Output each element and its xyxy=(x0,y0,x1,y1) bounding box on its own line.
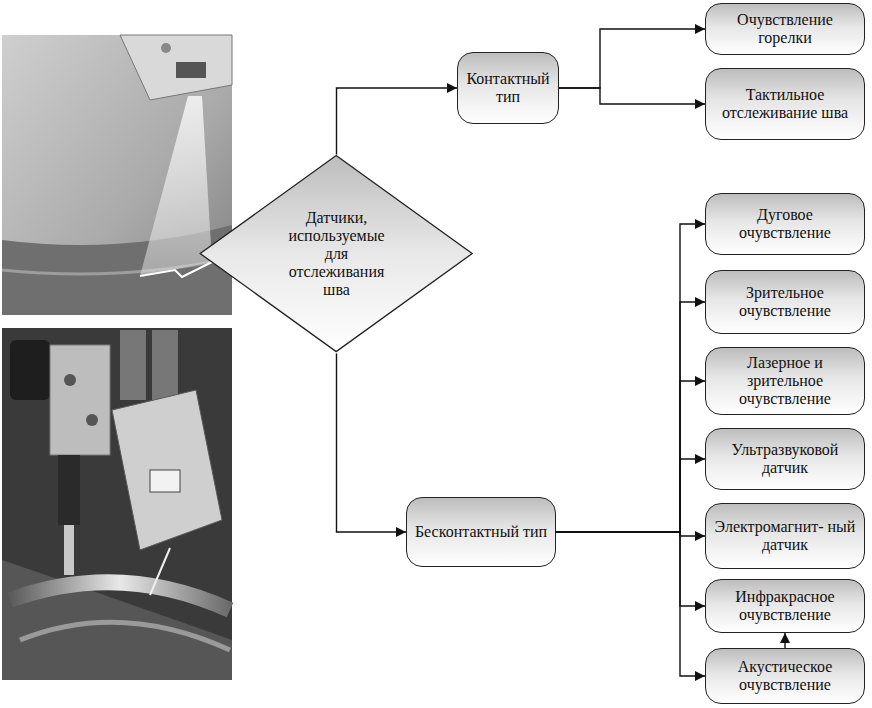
connector-arrow xyxy=(337,88,458,154)
process-box: Инфракрасное очувствление xyxy=(705,579,865,633)
process-box: Ультразвуковой датчик xyxy=(705,428,865,490)
node-text: Акустическое очувствление xyxy=(713,658,857,694)
sensor-plate xyxy=(150,470,180,492)
laser-fan xyxy=(140,96,212,276)
box-label: Тактильное отслеживание шва xyxy=(713,86,857,122)
bolt xyxy=(64,374,76,386)
connector-arrow xyxy=(556,532,705,606)
torch-body xyxy=(58,455,80,525)
ring-edge xyxy=(20,622,230,650)
process-box: Тактильное отслеживание шва xyxy=(705,68,865,140)
photo-ground xyxy=(2,328,232,680)
process-box: Контактный тип xyxy=(457,52,559,124)
cable-connector xyxy=(120,330,146,400)
node-text: Ультразвуковой датчик xyxy=(713,441,857,477)
process-box: Акустическое очувствление xyxy=(705,648,865,704)
workpiece xyxy=(2,560,232,680)
box-label: Бесконтактный тип xyxy=(415,523,547,541)
node-text: Очувствление горелки xyxy=(713,11,857,47)
torch-nozzle xyxy=(64,525,74,575)
connector-arrow xyxy=(559,29,705,88)
torch-sensor-photo xyxy=(2,328,232,680)
sensor-lens xyxy=(161,43,171,53)
process-box: Электромагнит- ный датчик xyxy=(705,503,865,569)
node-text: Датчики, используемые для отслеживания ш… xyxy=(275,209,397,299)
connector-arrow xyxy=(784,633,785,648)
box-label: Зрительное очувствление xyxy=(713,284,857,320)
process-box: Лазерное и зрительное очувствление xyxy=(705,347,865,415)
laser-sensor-head xyxy=(112,390,222,550)
laser-sensor-photo xyxy=(2,35,232,315)
box-label: Дуговое очувствление xyxy=(713,206,857,242)
box-label: Лазерное и зрительное очувствление xyxy=(713,354,857,408)
node-text: Тактильное отслеживание шва xyxy=(713,86,857,122)
box-label: Контактный тип xyxy=(465,70,551,106)
bolt xyxy=(86,414,98,426)
laser-beam xyxy=(150,548,170,595)
connector-arrow xyxy=(556,302,705,532)
node-text: Дуговое очувствление xyxy=(713,206,857,242)
box-label: Очувствление горелки xyxy=(713,11,857,47)
process-box: Зрительное очувствление xyxy=(705,270,865,334)
connector-arrow xyxy=(556,459,705,532)
node-text: Зрительное очувствление xyxy=(713,284,857,320)
photo-ground xyxy=(2,35,232,315)
laser-line xyxy=(140,262,212,277)
box-label: Ультразвуковой датчик xyxy=(713,441,857,477)
cable-connector xyxy=(152,330,178,400)
connector-arrow xyxy=(556,381,705,532)
sensor-window xyxy=(176,62,206,78)
process-box: Дуговое очувствление xyxy=(705,193,865,255)
decision-diamond: Датчики, используемые для отслеживания ш… xyxy=(198,154,474,353)
connector-arrow xyxy=(559,88,705,104)
bracket xyxy=(50,345,110,455)
node-text: Бесконтактный тип xyxy=(415,523,547,541)
diamond-shape xyxy=(201,156,473,352)
connector-arrow xyxy=(556,224,705,532)
node-text: Электромагнит- ный датчик xyxy=(713,518,857,554)
knob xyxy=(10,340,50,400)
ring-flange xyxy=(10,582,230,610)
process-box: Бесконтактный тип xyxy=(406,497,556,567)
connector-arrow xyxy=(556,532,705,676)
node-text: Контактный тип xyxy=(465,70,551,106)
box-label: Инфракрасное очувствление xyxy=(713,588,857,624)
box-label: Акустическое очувствление xyxy=(713,658,857,694)
node-text: Лазерное и зрительное очувствление xyxy=(713,354,857,408)
connector-arrow xyxy=(337,354,407,532)
sensor-housing xyxy=(120,35,232,100)
decision-label: Датчики, используемые для отслеживания ш… xyxy=(275,209,397,299)
box-label: Электромагнит- ный датчик xyxy=(713,518,857,554)
process-box: Очувствление горелки xyxy=(705,3,865,55)
node-text: Инфракрасное очувствление xyxy=(713,588,857,624)
